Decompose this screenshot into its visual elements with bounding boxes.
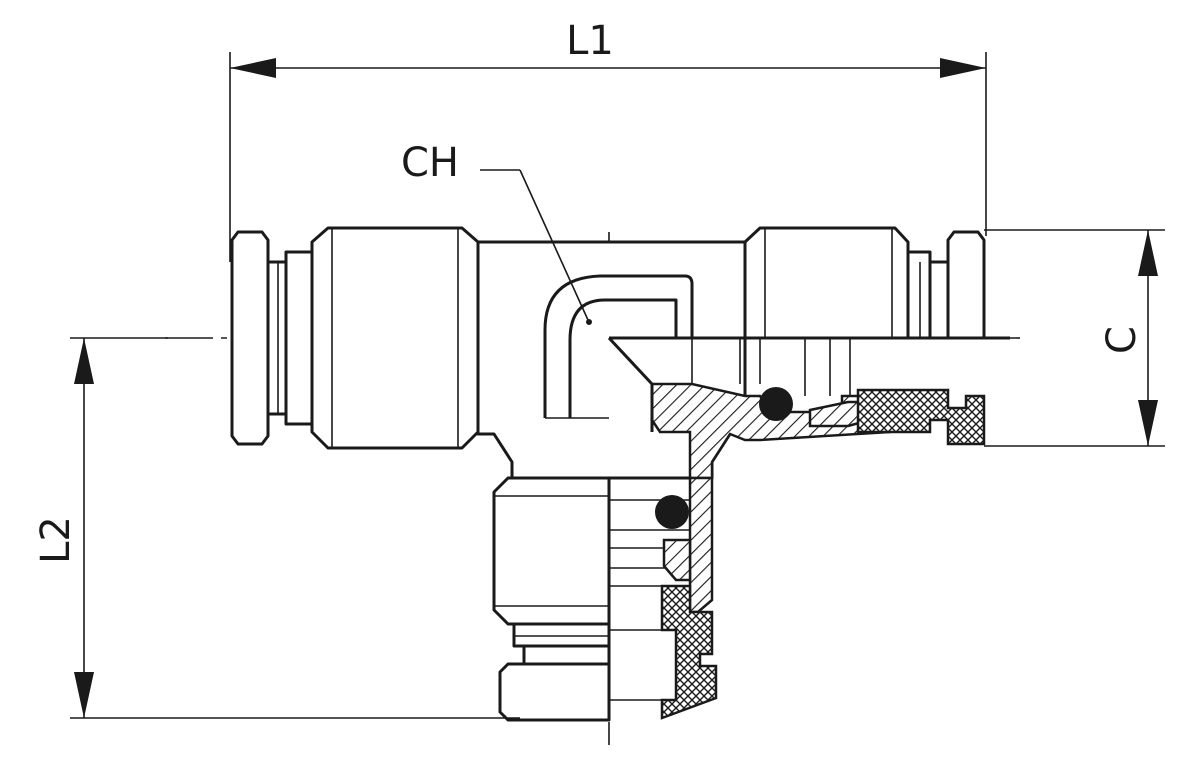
right-collet-flange	[946, 230, 986, 340]
left-port-sleeve	[310, 226, 480, 450]
center-chamfer	[607, 336, 654, 432]
dimension-l1: L1	[229, 18, 987, 262]
hex-center-dot	[586, 319, 592, 325]
right-collet-neck	[928, 260, 950, 340]
right-section	[607, 226, 1010, 480]
left-collet-flange	[230, 230, 270, 446]
release-ring-bottom	[660, 584, 718, 720]
left-port	[230, 226, 480, 450]
l2-arrow-bottom	[74, 672, 94, 718]
left-collet-neck	[266, 260, 288, 416]
left-collet-body	[284, 250, 314, 426]
dimension-l2: L2	[33, 337, 520, 719]
bottom-port-sleeve	[492, 476, 611, 626]
l1-arrow-right	[940, 58, 986, 78]
bottom-collet-neck	[522, 644, 611, 666]
o-ring-bottom	[655, 495, 689, 529]
release-ring-right	[856, 388, 986, 446]
collet-ring-bottom	[662, 538, 692, 582]
l2-label: L2	[33, 516, 79, 564]
l1-label: L1	[566, 18, 614, 64]
right-port-sleeve	[743, 226, 910, 340]
bottom-collet-body	[512, 622, 611, 648]
bottom-port	[492, 476, 718, 722]
l1-arrow-left	[230, 58, 276, 78]
body-section-bottom	[688, 476, 714, 614]
c-arrow-top	[1138, 230, 1158, 276]
dimension-c: C	[984, 229, 1165, 447]
bottom-collet-flange	[498, 662, 611, 722]
right-collet-body	[906, 250, 932, 340]
c-label: C	[1099, 326, 1145, 354]
l2-arrow-top	[74, 338, 94, 384]
c-arrow-bottom	[1138, 400, 1158, 446]
ch-callout: CH	[401, 140, 589, 321]
o-ring-right	[759, 387, 793, 421]
ch-label: CH	[401, 140, 459, 186]
